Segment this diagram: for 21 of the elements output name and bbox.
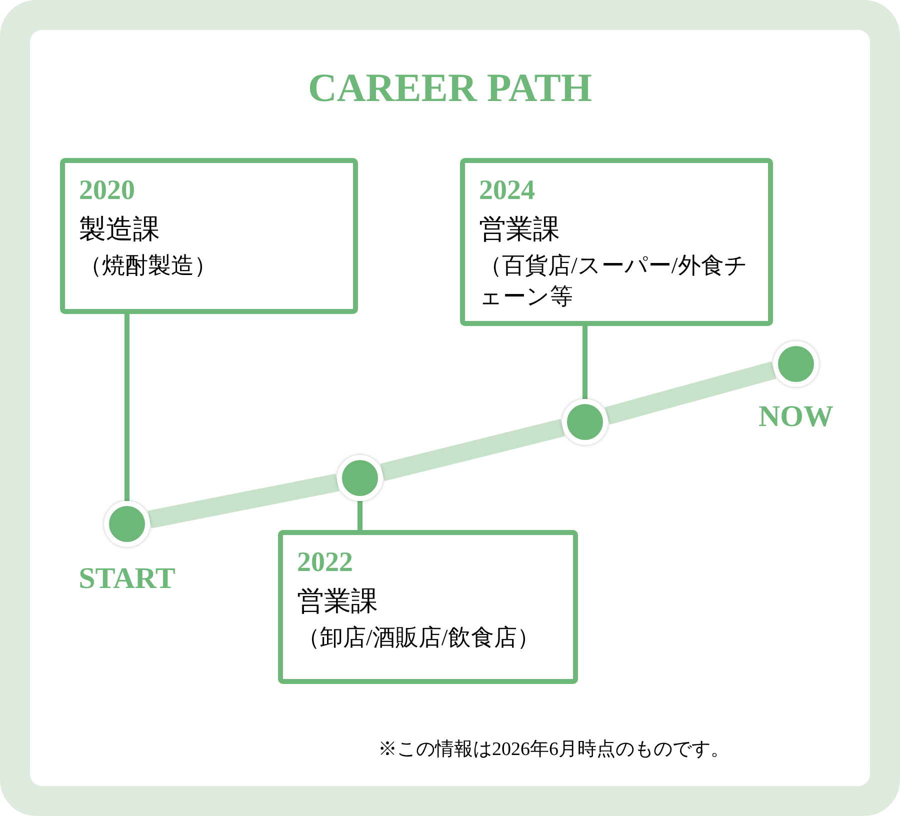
department-detail: （卸店/酒販店/飲食店） (297, 624, 541, 652)
title: CAREER PATH (308, 64, 592, 111)
department-label: 営業課 (479, 213, 560, 246)
career-box (460, 158, 773, 326)
connector-line (358, 501, 362, 530)
milestone-label: START (78, 562, 176, 596)
year-label: 2022 (297, 546, 353, 580)
department-detail: （百貨店/スーパー/外食チェーン等 (479, 252, 749, 311)
department-label: 製造課 (79, 213, 160, 246)
year-label: 2024 (479, 174, 535, 208)
timeline-bar (380, 418, 565, 482)
year-label: 2020 (79, 174, 135, 208)
connector-line (124, 314, 130, 501)
footnote: ※この情報は2026年6月時点のものです。 (378, 738, 730, 762)
career-box (60, 158, 358, 314)
career-box (278, 530, 578, 684)
timeline-bar (148, 474, 340, 528)
milestone-label: NOW (758, 400, 834, 434)
department-label: 営業課 (297, 585, 378, 618)
department-detail: （焼酎製造） (79, 252, 218, 280)
connector-line (582, 326, 588, 399)
